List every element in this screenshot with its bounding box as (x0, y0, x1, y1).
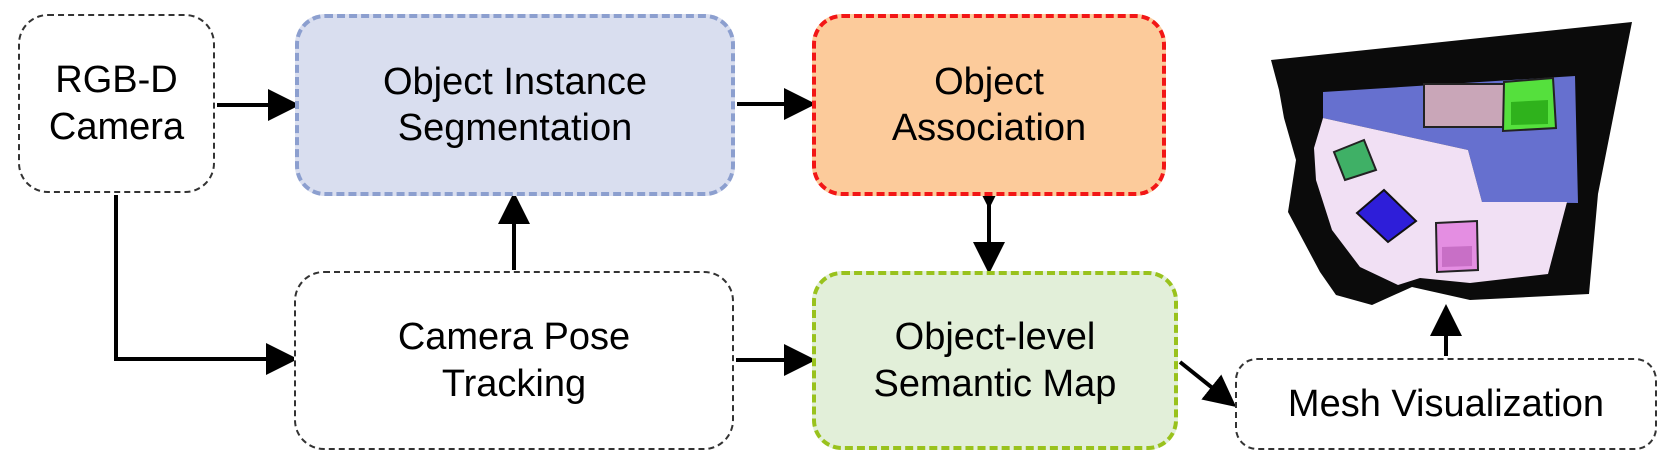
rgbd-camera-node: RGB-D Camera (18, 14, 215, 193)
mesh-render-image (1271, 22, 1632, 305)
mesh-object-pink-sofa (1423, 83, 1506, 128)
arrow-camera-to-pose-tracking (114, 195, 298, 375)
mesh-object-magenta-chair-seat (1442, 246, 1472, 267)
semantic-map-label-line2: Semantic Map (873, 362, 1117, 405)
rgbd-camera-label-line1: RGB-D (55, 59, 178, 102)
camera-pose-tracking-node: Camera Pose Tracking (294, 271, 734, 450)
mesh-object-green-chair-1-inner (1511, 100, 1548, 125)
semantic-map-label-line1: Object-level (894, 316, 1096, 359)
mesh-visualization-node: Mesh Visualization (1235, 358, 1657, 450)
rgbd-camera-label-line2: Camera (48, 105, 185, 148)
mesh-floor (1314, 118, 1567, 285)
pose-tracking-label-line1: Camera Pose (397, 316, 631, 359)
mesh-object-teal-chair (1332, 138, 1378, 182)
object-level-semantic-map-node: Object-level Semantic Map (812, 271, 1178, 450)
association-label-line2: Association (891, 107, 1087, 149)
arrow-map-to-mesh (1178, 360, 1237, 407)
pose-tracking-label-line2: Tracking (441, 362, 587, 405)
mesh-visualization-label: Mesh Visualization (1287, 382, 1605, 425)
object-association-node: Object Association (812, 14, 1166, 196)
mesh-object-blue-chair (1355, 188, 1418, 244)
object-instance-segmentation-node: Object Instance Segmentation (295, 14, 735, 196)
segmentation-label-line1: Object Instance (382, 60, 648, 103)
association-label-line1: Object (934, 60, 1044, 103)
segmentation-label-line2: Segmentation (397, 107, 633, 149)
